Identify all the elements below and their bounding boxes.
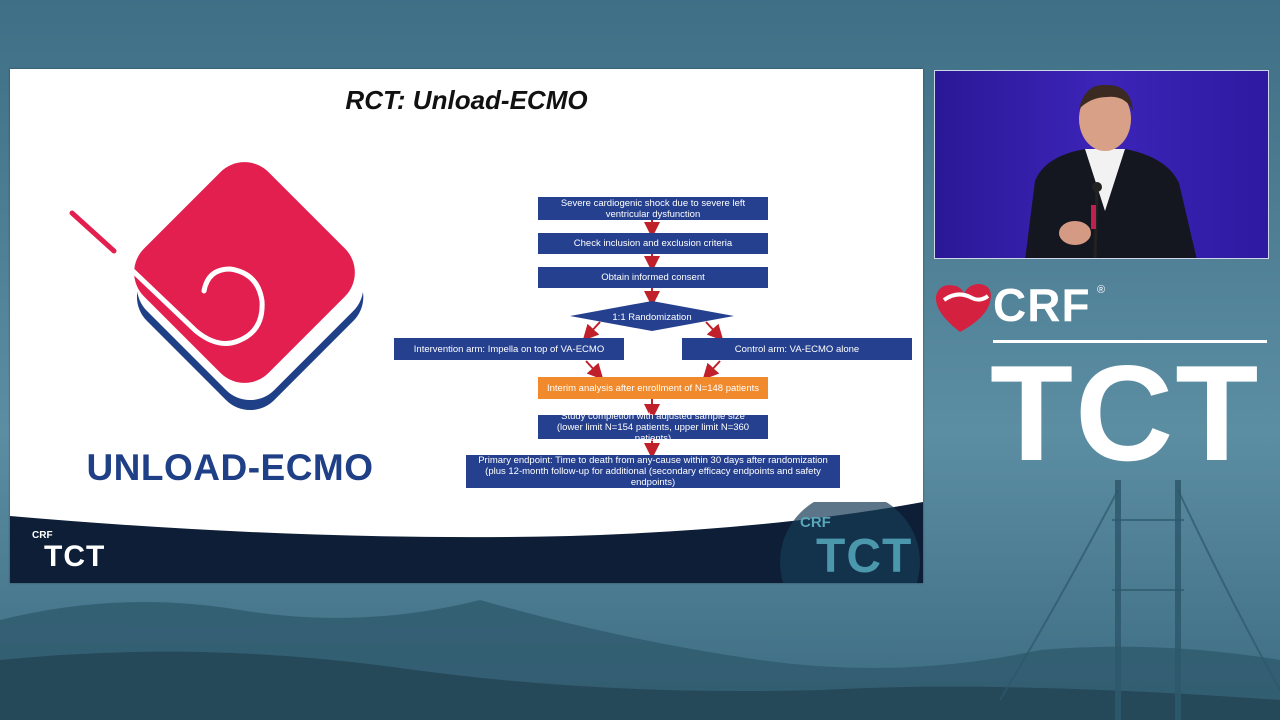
brand-divider bbox=[993, 340, 1267, 343]
slide-footer-band bbox=[10, 502, 923, 583]
completion-line2: (lower limit N=154 patients, upper limit… bbox=[556, 421, 750, 444]
footer-crf-label: CRF bbox=[32, 530, 53, 541]
slide-title: RCT: Unload-ECMO bbox=[345, 85, 588, 115]
logo-wordmark: UNLOAD-ECMO bbox=[86, 447, 374, 488]
flow-study-completion: Study completion with adjusted sample si… bbox=[538, 411, 768, 444]
flow-primary-endpoint: Primary endpoint: Time to death from any… bbox=[466, 455, 840, 488]
flow-interim-analysis: Interim analysis after enrollment of N=1… bbox=[538, 377, 768, 399]
footer-tct-label: TCT bbox=[44, 540, 106, 573]
completion-line1: Study completion with adjusted sample si… bbox=[561, 410, 745, 422]
endpoint-line1: Primary endpoint: Time to death from any… bbox=[478, 455, 828, 466]
presentation-slide: RCT: Unload-ECMO UNLOAD-ECMO bbox=[10, 69, 923, 583]
flow-step-shock: Severe cardiogenic shock due to severe l… bbox=[538, 197, 768, 220]
unload-ecmo-logo-icon bbox=[69, 162, 364, 411]
crf-brand-text: CRF bbox=[993, 279, 1091, 331]
crf-heart-logo-icon bbox=[935, 284, 991, 332]
crf-registered-mark: ® bbox=[1097, 284, 1106, 296]
footer-crf-watermark: CRF bbox=[800, 514, 831, 531]
flow-step-consent: Obtain informed consent bbox=[538, 267, 768, 288]
footer-tct-watermark: TCT bbox=[816, 530, 913, 583]
speaker-video bbox=[934, 70, 1269, 259]
flow-randomization-label: 1:1 Randomization bbox=[612, 312, 692, 323]
endpoint-line2: (plus 12-month follow-up for additional … bbox=[485, 466, 821, 488]
flow-control-arm: Control arm: VA-ECMO alone bbox=[682, 338, 912, 360]
tct-brand-text: TCT bbox=[990, 337, 1261, 489]
flow-step-criteria: Check inclusion and exclusion criteria bbox=[538, 233, 768, 254]
speaker-figure bbox=[935, 71, 1268, 258]
flow-intervention-arm: Intervention arm: Impella on top of VA-E… bbox=[394, 338, 624, 360]
